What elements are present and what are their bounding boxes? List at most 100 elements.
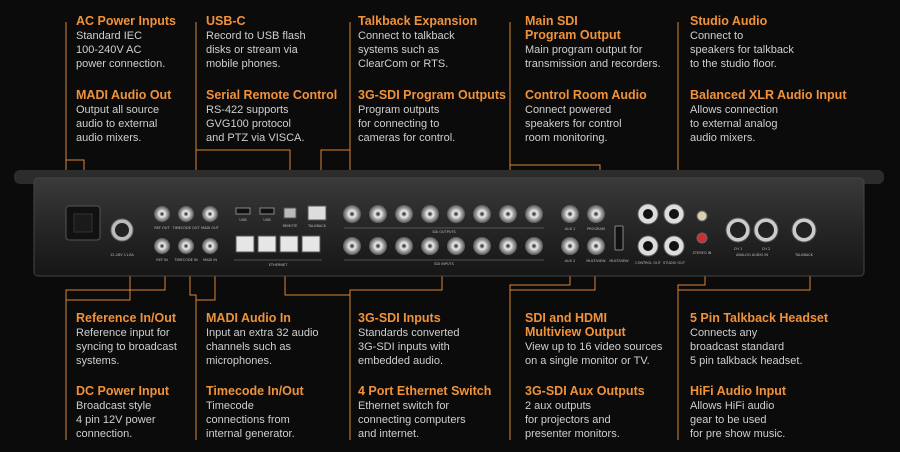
callout-title: 3G-SDI Aux Outputs (525, 384, 645, 398)
aux2-label: AUX 2 (565, 259, 576, 263)
callout-title: HiFi Audio Input (690, 384, 787, 398)
callout-ethernet: 4 Port Ethernet Switch Ethernet switch f… (358, 384, 528, 441)
callout-desc: Standard IEC 100-240V AC power connectio… (76, 30, 166, 70)
ch1-label: CH 1 (734, 247, 742, 251)
usb-port-2 (259, 207, 275, 215)
callout-sdi-inputs: 3G-SDI Inputs Standards converted 3G-SDI… (358, 311, 528, 368)
callout-usb-c: USB-C Record to USB flash disks or strea… (206, 14, 376, 71)
callout-title: MADI Audio In (206, 311, 291, 325)
callout-title: Serial Remote Control (206, 88, 338, 102)
sdi-outputs (343, 205, 543, 223)
callout-title: Balanced XLR Audio Input (690, 88, 847, 102)
control-out-label: CONTROL OUT (635, 261, 662, 265)
hdmi-label: MULTIVIEW (609, 259, 629, 263)
callout-talkback-headset: 5 Pin Talkback Headset Connects any broa… (690, 311, 860, 368)
talkback-port (307, 205, 327, 221)
callout-madi-out: MADI Audio Out Output all source audio t… (76, 88, 246, 145)
device-rear-panel: 12-28V 11.6A REF OUT REF IN TIMECODE OUT… (14, 170, 884, 277)
remote-port (283, 207, 297, 219)
callout-desc: Main program output for transmission and… (525, 44, 661, 70)
callout-title: MADI Audio Out (76, 88, 172, 102)
ethernet-label: ETHERNET (269, 263, 288, 267)
callout-desc: Connect to speakers for talkback to the … (690, 30, 794, 70)
callout-title: Reference In/Out (76, 311, 177, 325)
callout-xlr-input: Balanced XLR Audio Input Allows connecti… (690, 88, 860, 145)
callout-title: SDI and HDMI Multiview Output (525, 311, 626, 339)
callout-main-sdi: Main SDI Program Output Main program out… (525, 14, 695, 71)
callout-desc: Program outputs for connecting to camera… (358, 104, 456, 144)
aux1-label: AUX 1 (565, 227, 576, 231)
aux-program-bnc (561, 205, 605, 255)
callout-aux-outputs: 3G-SDI Aux Outputs 2 aux outputs for pro… (525, 384, 695, 441)
sdi-outputs-label: SDI OUTPUTS (432, 230, 456, 234)
callout-desc: 2 aux outputs for projectors and present… (525, 400, 620, 440)
callout-talkback-expansion: Talkback Expansion Connect to talkback s… (358, 14, 528, 71)
sdi-inputs-label: SDI INPUTS (434, 262, 455, 266)
hdmi-port (614, 225, 624, 251)
callout-desc: Allows HiFi audio gear to be used for pr… (690, 400, 786, 440)
callout-title: Control Room Audio (525, 88, 647, 102)
callout-desc: Record to USB flash disks or stream via … (206, 30, 306, 70)
callout-hifi: HiFi Audio Input Allows HiFi audio gear … (690, 384, 860, 441)
trs-jacks (637, 203, 685, 257)
ref-in-label: REF IN (156, 258, 168, 262)
callout-title: Main SDI Program Output (525, 14, 621, 42)
callout-serial-remote: Serial Remote Control RS-422 supports GV… (206, 88, 376, 145)
rca-left (696, 210, 708, 222)
tc-in-label: TIMECODE IN (173, 258, 198, 262)
ethernet-ports (235, 235, 321, 253)
callout-desc: Broadcast style 4 pin 12V power connecti… (76, 400, 156, 440)
callout-title: Talkback Expansion (358, 14, 478, 28)
callout-title: DC Power Input (76, 384, 170, 398)
callout-reference: Reference In/Out Reference input for syn… (76, 311, 246, 368)
callout-title: 5 Pin Talkback Headset (690, 311, 829, 325)
callout-desc: Connect powered speakers for control roo… (525, 104, 622, 144)
usb-port-1 (235, 207, 251, 215)
sdi-inputs (343, 237, 543, 255)
callout-sdi-program-outputs: 3G-SDI Program Outputs Program outputs f… (358, 88, 528, 145)
callout-timecode: Timecode In/Out Timecode connections fro… (206, 384, 376, 441)
studio-out-label: STUDIO OUT (663, 261, 686, 265)
madi-out-label: MADI OUT (201, 226, 220, 230)
callout-desc: Connects any broadcast standard 5 pin ta… (690, 327, 803, 367)
callout-desc: Reference input for syncing to broadcast… (76, 327, 177, 367)
callout-title: Timecode In/Out (206, 384, 304, 398)
callout-title: 3G-SDI Inputs (358, 311, 441, 325)
callout-title: AC Power Inputs (76, 14, 177, 28)
callout-multiview: SDI and HDMI Multiview Output View up to… (525, 311, 695, 368)
callout-title: USB-C (206, 14, 246, 28)
callout-desc: View up to 16 video sources on a single … (525, 341, 663, 367)
callout-desc: Ethernet switch for connecting computers… (358, 400, 466, 440)
callout-madi-in: MADI Audio In Input an extra 32 audio ch… (206, 311, 376, 368)
ref-out-label: REF OUT (154, 226, 170, 230)
callout-title: 4 Port Ethernet Switch (358, 384, 492, 398)
ch2-label: CH 2 (762, 247, 770, 251)
usb1-label: USB (239, 218, 247, 222)
madi-in-label: MADI IN (203, 258, 217, 262)
callout-desc: Allows connection to external analog aud… (690, 104, 779, 144)
callout-dc-power: DC Power Input Broadcast style 4 pin 12V… (76, 384, 246, 441)
talkback-label: TALKBACK (307, 224, 327, 228)
callout-desc: Standards converted 3G-SDI inputs with e… (358, 327, 460, 367)
multiview-label: MULTIVIEW (586, 259, 606, 263)
callout-ac-power: AC Power Inputs Standard IEC 100-240V AC… (76, 14, 246, 71)
usb2-label: USB (263, 218, 271, 222)
tc-out-label: TIMECODE OUT (171, 226, 200, 230)
xlr-inputs (725, 217, 817, 243)
program-label: PROGRAM (587, 227, 605, 231)
callout-studio-audio: Studio Audio Connect to speakers for tal… (690, 14, 860, 71)
remote-label: REMOTE (283, 224, 298, 228)
callout-desc: Timecode connections from internal gener… (206, 400, 295, 440)
callout-desc: Output all source audio to external audi… (76, 104, 160, 144)
analog-in-label: ANALOG AUDIO IN (736, 253, 768, 257)
callout-desc: Connect to talkback systems such as Clea… (358, 30, 455, 70)
callout-title: Studio Audio (690, 14, 768, 28)
dc-label: 12-28V 11.6A (110, 253, 134, 257)
rca-right (696, 232, 708, 244)
callout-desc: Input an extra 32 audio channels such as… (206, 327, 319, 367)
callout-title: 3G-SDI Program Outputs (358, 88, 506, 102)
talkback-xlr-label: TALKBACK (794, 253, 814, 257)
bnc-ref-tc-madi (154, 206, 218, 254)
callout-desc: RS-422 supports GVG100 protocol and PTZ … (206, 104, 305, 144)
callout-control-room: Control Room Audio Connect powered speak… (525, 88, 695, 145)
